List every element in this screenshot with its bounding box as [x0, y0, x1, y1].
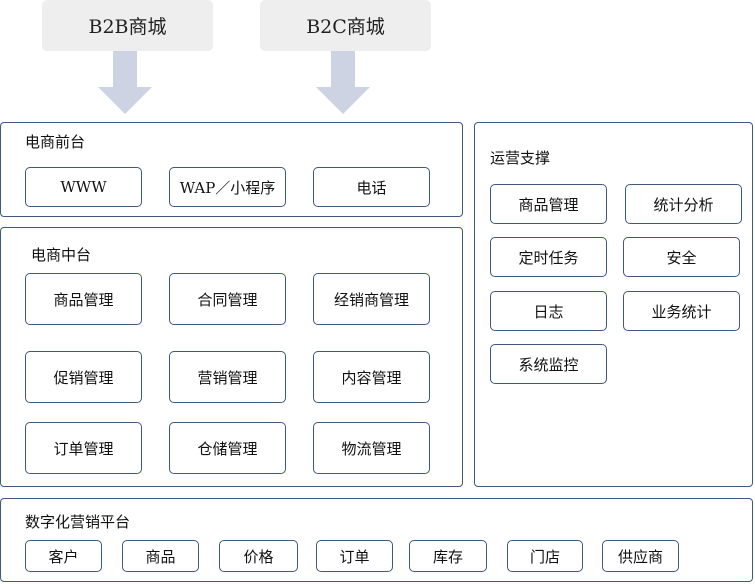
platform-module: 门店 [507, 540, 583, 572]
middle-module: 物流管理 [313, 422, 430, 474]
ops-title: 运营支撑 [490, 149, 551, 167]
channel-b2c-label: B2C商城 [306, 16, 385, 38]
channel-b2b-label: B2B商城 [88, 16, 167, 38]
middle-module: 合同管理 [169, 273, 286, 325]
middle-module: 营销管理 [169, 351, 286, 403]
platform-module: 库存 [409, 540, 487, 572]
platform-module: 商品 [122, 540, 199, 572]
ops-module: 安全 [623, 237, 740, 277]
channel-b2c: B2C商城 [260, 0, 431, 51]
middle-panel: 电商中台 商品管理 合同管理 经销商管理 促销管理 营销管理 内容管理 订单管理… [0, 227, 463, 487]
middle-title: 电商中台 [31, 246, 92, 264]
ops-module: 日志 [490, 291, 607, 331]
frontend-module: WAP／小程序 [169, 167, 286, 207]
middle-module: 商品管理 [25, 273, 142, 325]
middle-module: 内容管理 [313, 351, 430, 403]
platform-module: 订单 [316, 540, 393, 572]
platform-module: 供应商 [602, 540, 679, 572]
platform-panel: 数字化营销平台 客户 商品 价格 订单 库存 门店 供应商 [0, 498, 753, 582]
middle-module: 促销管理 [25, 351, 142, 403]
ops-module: 商品管理 [490, 184, 607, 224]
arrow-down-icon [98, 51, 152, 114]
frontend-title: 电商前台 [25, 133, 86, 151]
middle-module: 经销商管理 [313, 273, 430, 325]
arrow-down-icon [316, 51, 370, 114]
ops-module: 系统监控 [490, 344, 607, 384]
middle-module: 订单管理 [25, 422, 142, 474]
platform-module: 价格 [219, 540, 298, 572]
frontend-module: WWW [25, 167, 142, 207]
ops-module: 业务统计 [623, 291, 740, 331]
frontend-panel: 电商前台 WWW WAP／小程序 电话 [0, 122, 463, 217]
ops-module: 定时任务 [490, 237, 607, 277]
ops-panel: 运营支撑 商品管理 统计分析 定时任务 安全 日志 业务统计 系统监控 [474, 122, 753, 487]
frontend-module: 电话 [313, 167, 430, 207]
channel-b2b: B2B商城 [42, 0, 213, 51]
middle-module: 仓储管理 [169, 422, 286, 474]
platform-module: 客户 [25, 540, 102, 572]
ops-module: 统计分析 [625, 184, 742, 224]
platform-title: 数字化营销平台 [25, 513, 131, 531]
